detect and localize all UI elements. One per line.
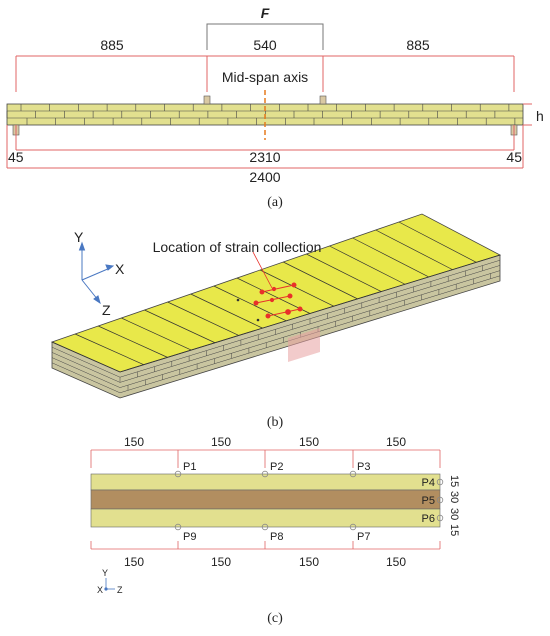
top-dim-1: 150: [124, 435, 144, 449]
axis-z-label-b: Z: [102, 302, 111, 318]
span-label: 2310: [249, 149, 280, 165]
point-p1: P1: [183, 461, 196, 473]
midspan-label: Mid-span axis: [222, 69, 308, 85]
point-p5: P5: [422, 495, 435, 507]
axis-y-label-c: Y: [102, 568, 108, 578]
axis-x-label-b: X: [115, 261, 125, 277]
caption-a: (a): [267, 195, 283, 210]
plate-3d: [50, 213, 502, 399]
point-p7: P7: [357, 531, 370, 543]
height-dimension: [523, 103, 532, 126]
panel-c: 150 150 150 150 P1 P2 P3 P9 P8 P7 P4 P5 …: [90, 435, 460, 626]
point-p3: P3: [357, 461, 370, 473]
top-dim-2: 150: [211, 435, 231, 449]
bottom-dim-3: 150: [299, 555, 319, 569]
dim-mid-label: 540: [253, 37, 277, 53]
layer-dim-1: 15: [448, 475, 460, 487]
force-bracket: [206, 23, 324, 50]
strain-zone-highlight: [288, 328, 320, 362]
height-label: h: [536, 108, 544, 124]
layer-core: [90, 489, 441, 510]
panel-b: Y X Z: [50, 213, 502, 430]
caption-b: (b): [267, 415, 284, 430]
panel-a: F 885 540 885 Mid-span axis: [6, 5, 544, 210]
layer-dim-2: 30: [448, 491, 460, 503]
total-label: 2400: [249, 169, 280, 185]
top-dim-4: 150: [386, 435, 406, 449]
point-p8: P8: [270, 531, 283, 543]
support-left-label: 45: [8, 149, 24, 165]
load-pad-right: [319, 95, 327, 105]
top-dims-c: [90, 449, 441, 468]
point-p9: P9: [183, 531, 196, 543]
point-p4: P4: [422, 477, 435, 489]
point-p6: P6: [422, 513, 435, 525]
caption-c: (c): [267, 611, 283, 626]
measurement-points: [174, 470, 444, 531]
axis-z-label-c: Z: [117, 585, 123, 595]
load-pad-left: [203, 95, 211, 105]
axis-triad-b: [78, 241, 115, 305]
force-label: F: [261, 5, 270, 21]
strain-gauges: [253, 282, 303, 319]
layer-dim-4: 15: [448, 524, 460, 536]
bottom-dimension: [6, 125, 524, 169]
layer-bottom: [90, 508, 441, 528]
strain-label: Location of strain collection: [153, 239, 322, 255]
support-right-label: 45: [506, 149, 522, 165]
strain-label-leader: [252, 251, 273, 289]
axis-triad-c: [104, 578, 115, 591]
bottom-dims-c: [90, 541, 441, 550]
axis-y-label-b: Y: [74, 229, 84, 245]
dim-right-label: 885: [406, 37, 430, 53]
point-p2: P2: [270, 461, 283, 473]
top-dim-3: 150: [299, 435, 319, 449]
layer-dim-3: 30: [448, 508, 460, 520]
bottom-dim-2: 150: [211, 555, 231, 569]
bottom-dim-1: 150: [124, 555, 144, 569]
top-dimension: [15, 55, 515, 92]
axis-x-label-c: X: [97, 585, 103, 595]
bottom-dim-4: 150: [386, 555, 406, 569]
dim-left-label: 885: [100, 37, 124, 53]
